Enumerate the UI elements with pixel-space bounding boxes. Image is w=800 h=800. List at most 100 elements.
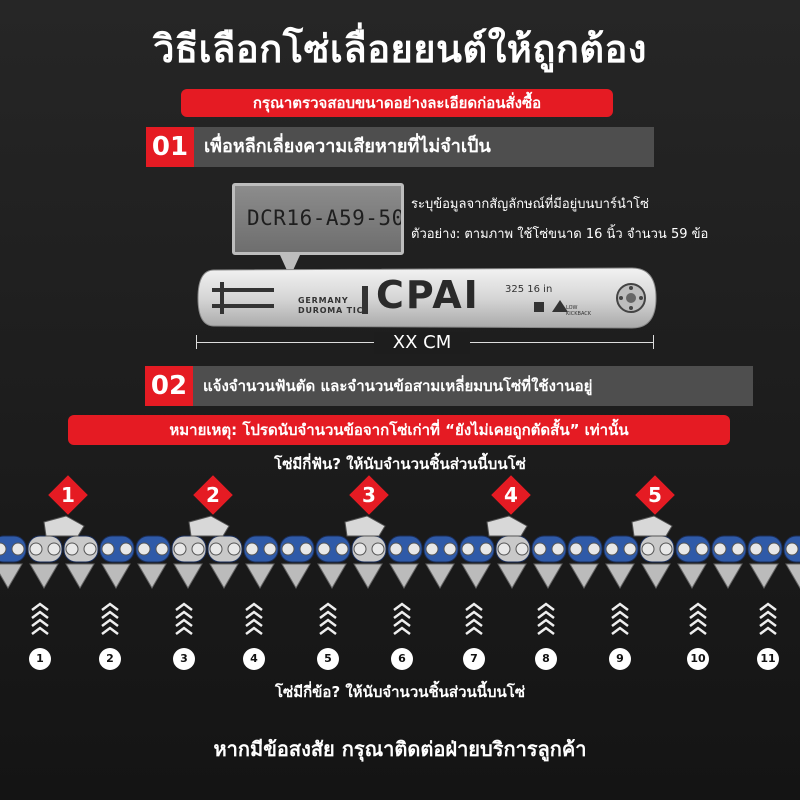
chain-rivet bbox=[353, 542, 367, 556]
drive-link bbox=[569, 563, 599, 589]
bar-code-text: DCR16-A59-500 bbox=[247, 206, 404, 230]
chain-rivet bbox=[47, 542, 61, 556]
bar-kickback-text: LOW KICKBACK bbox=[566, 305, 591, 317]
drive-link bbox=[677, 563, 707, 589]
link-arrow-icon bbox=[460, 600, 488, 640]
chain-rivet bbox=[137, 542, 151, 556]
bar-code-callout: DCR16-A59-500 bbox=[232, 183, 404, 255]
drive-link bbox=[317, 563, 347, 589]
chain-rivet bbox=[497, 542, 511, 556]
tooth-marker-number: 5 bbox=[648, 483, 662, 507]
chain-rivet bbox=[425, 542, 439, 556]
chain-rivet bbox=[371, 542, 385, 556]
chain-rivet bbox=[11, 542, 25, 556]
drive-link bbox=[785, 563, 800, 589]
chain-strap bbox=[171, 535, 207, 563]
step-1-row: 01 เพื่อหลีกเลี่ยงความเสียหายที่ไม่จำเป็… bbox=[146, 127, 654, 167]
link-arrow-icon bbox=[170, 600, 198, 640]
drive-link bbox=[389, 563, 419, 589]
chain-rivet bbox=[299, 542, 313, 556]
cutter-tooth bbox=[486, 515, 528, 537]
chain-rivet bbox=[281, 542, 295, 556]
tooth-marker-3: 3 bbox=[349, 475, 389, 515]
chain-strap bbox=[747, 535, 783, 563]
link-number-badge: 4 bbox=[243, 648, 265, 670]
chain-rivet bbox=[569, 542, 583, 556]
chain-rivet bbox=[0, 542, 7, 556]
chain-rivet bbox=[101, 542, 115, 556]
chain-strap bbox=[387, 535, 423, 563]
tooth-marker-1: 1 bbox=[48, 475, 88, 515]
chain-rivet bbox=[227, 542, 241, 556]
page-title: วิธีเลือกโซ่เลื่อยยนต์ให้ถูกต้อง bbox=[153, 27, 647, 71]
drive-link bbox=[641, 563, 671, 589]
drive-link bbox=[497, 563, 527, 589]
drive-link bbox=[605, 563, 635, 589]
chain-rivet bbox=[119, 542, 133, 556]
chain-rivet bbox=[695, 542, 709, 556]
chain-strap bbox=[459, 535, 495, 563]
link-number-badge: 9 bbox=[609, 648, 631, 670]
cutter-tooth bbox=[631, 515, 673, 537]
cutter-tooth bbox=[43, 515, 85, 537]
chain-strap bbox=[207, 535, 243, 563]
link-number-badge: 1 bbox=[29, 648, 51, 670]
dimension-tick-right bbox=[653, 335, 654, 349]
step-2-text: แจ้งจำนวนฟันตัด และจำนวนข้อสามเหลี่ยมบนโ… bbox=[193, 366, 753, 406]
chain-rivet bbox=[461, 542, 475, 556]
chain-rivet bbox=[767, 542, 781, 556]
footer-text: หากมีข้อสงสัย กรุณาติดต่อฝ่ายบริการลูกค้… bbox=[213, 737, 587, 761]
step-2-number: 02 bbox=[145, 366, 193, 406]
link-number-badge: 7 bbox=[463, 648, 485, 670]
tooth-marker-2: 2 bbox=[193, 475, 233, 515]
chain-rivet bbox=[587, 542, 601, 556]
drive-link bbox=[749, 563, 779, 589]
drive-link bbox=[713, 563, 743, 589]
chain-strap bbox=[711, 535, 747, 563]
drive-link bbox=[137, 563, 167, 589]
chain-rivet bbox=[515, 542, 529, 556]
chain-strap bbox=[27, 535, 63, 563]
tooth-marker-number: 3 bbox=[362, 483, 376, 507]
drive-link bbox=[425, 563, 455, 589]
link-arrow-icon bbox=[314, 600, 342, 640]
tooth-marker-4: 4 bbox=[491, 475, 531, 515]
chain-rivet bbox=[245, 542, 259, 556]
tooth-marker-number: 4 bbox=[504, 483, 518, 507]
teeth-question: โซ่มีกี่ฟัน? ให้นับจำนวนชิ้นส่วนนี้บนโซ่ bbox=[274, 455, 526, 473]
step-1-text: เพื่อหลีกเลี่ยงความเสียหายที่ไม่จำเป็น bbox=[194, 127, 654, 167]
drive-link bbox=[533, 563, 563, 589]
chain-strap bbox=[567, 535, 603, 563]
drive-link bbox=[245, 563, 275, 589]
bar-spec-text: 325 16 in bbox=[505, 284, 553, 295]
drive-link bbox=[65, 563, 95, 589]
bar-germany-text: GERMANY DUROMA TIC bbox=[298, 296, 363, 316]
chain-rivet bbox=[641, 542, 655, 556]
chain-strap bbox=[675, 535, 711, 563]
chain-strap bbox=[279, 535, 315, 563]
step-2-row: 02 แจ้งจำนวนฟันตัด และจำนวนข้อสามเหลี่ยม… bbox=[145, 366, 753, 406]
link-number-badge: 3 bbox=[173, 648, 195, 670]
chain-strap bbox=[531, 535, 567, 563]
chain-rivet bbox=[623, 542, 637, 556]
chain-rivet bbox=[29, 542, 43, 556]
chain-strap bbox=[423, 535, 459, 563]
tooth-marker-number: 2 bbox=[206, 483, 220, 507]
drive-link bbox=[0, 563, 23, 589]
link-number-badge: 6 bbox=[391, 648, 413, 670]
chain-rivet bbox=[443, 542, 457, 556]
chain-strap bbox=[135, 535, 171, 563]
drive-link bbox=[209, 563, 239, 589]
link-arrow-icon bbox=[388, 600, 416, 640]
chain-rivet bbox=[659, 542, 673, 556]
chain-rivet bbox=[317, 542, 331, 556]
chain-strap bbox=[603, 535, 639, 563]
link-arrow-icon bbox=[606, 600, 634, 640]
chain-rivet bbox=[551, 542, 565, 556]
chain-rivet bbox=[389, 542, 403, 556]
chain-strap bbox=[315, 535, 351, 563]
drive-link bbox=[173, 563, 203, 589]
note-pill: หมายเหตุ: โปรดนับจำนวนข้อจากโซ่เก่าที่ “… bbox=[68, 415, 730, 445]
link-arrow-icon bbox=[684, 600, 712, 640]
link-number-badge: 8 bbox=[535, 648, 557, 670]
